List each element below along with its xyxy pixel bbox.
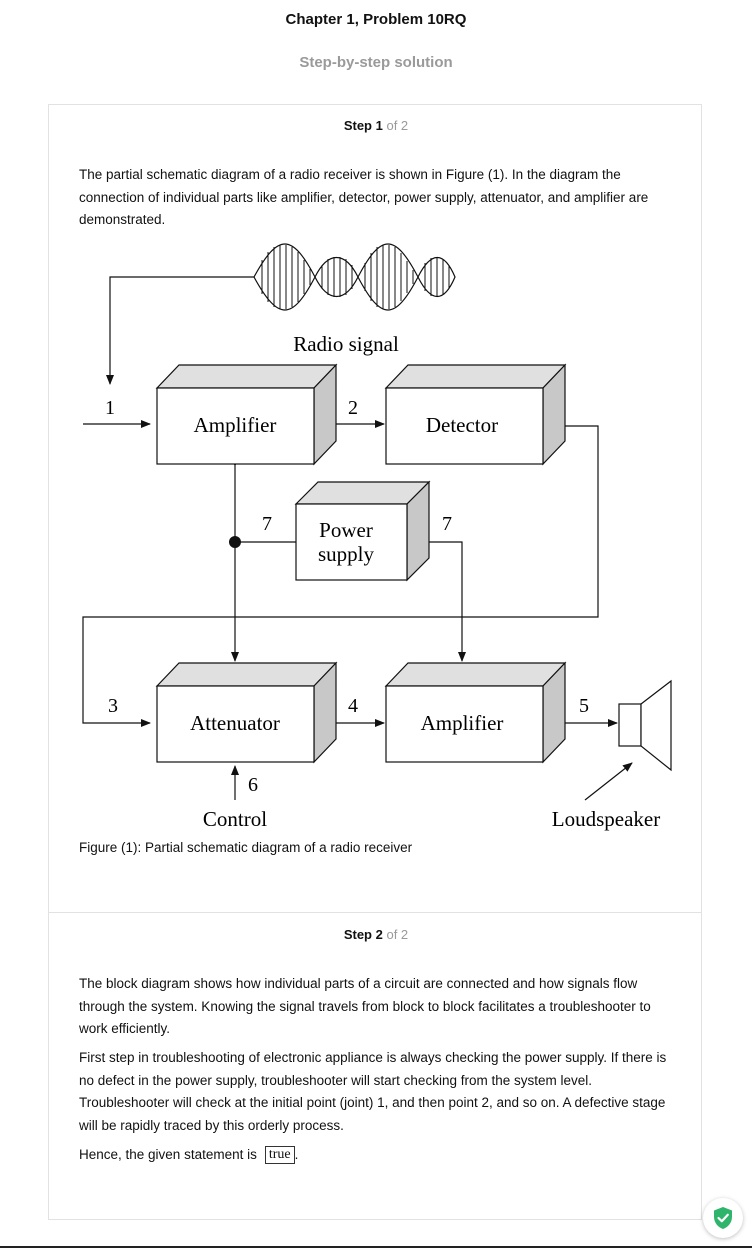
point-2-label: 2 bbox=[348, 397, 358, 419]
page-title: Chapter 1, Problem 10RQ bbox=[285, 11, 467, 28]
step-1-paragraph: The partial schematic diagram of a radio… bbox=[79, 167, 649, 227]
step-1-heading: Step 1 of 2 bbox=[0, 118, 752, 133]
radio-receiver-diagram: Radio signal Amplifier Detector Power su… bbox=[82, 243, 672, 831]
wire-detector-to-attenuator bbox=[82, 425, 599, 727]
power-supply-label-line1: Power bbox=[319, 518, 373, 542]
conclusion-period: . bbox=[294, 1147, 299, 1162]
amplifier-top-label: Amplifier bbox=[194, 413, 277, 437]
step-divider bbox=[48, 912, 702, 913]
loudspeaker-icon bbox=[618, 679, 672, 772]
step-2-paragraph-1: The block diagram shows how individual p… bbox=[79, 976, 651, 1036]
point-7-left-label: 7 bbox=[262, 513, 272, 535]
solution-subtitle: Step-by-step solution bbox=[299, 54, 453, 71]
step-2-label: Step 2 bbox=[343, 927, 383, 942]
attenuator-label: Attenuator bbox=[190, 711, 280, 735]
antenna-wire bbox=[106, 276, 254, 385]
step-2-paragraph-2: First step in troubleshooting of electro… bbox=[79, 1050, 667, 1133]
attenuator-block bbox=[155, 661, 338, 764]
amplifier-bottom-label: Amplifier bbox=[421, 711, 504, 735]
bottom-border bbox=[0, 1246, 752, 1248]
radio-signal-waveform bbox=[253, 243, 456, 311]
answer-box: true bbox=[264, 1146, 295, 1165]
point-7-right-label: 7 bbox=[442, 513, 452, 535]
step-1-count: of 2 bbox=[386, 118, 409, 133]
wire-power-right bbox=[422, 541, 466, 662]
detector-block bbox=[384, 363, 567, 466]
shield-check-icon bbox=[714, 1207, 732, 1229]
detector-label: Detector bbox=[426, 413, 498, 437]
conclusion-text: Hence, the given statement is bbox=[79, 1147, 257, 1162]
amplifier-top-block bbox=[155, 363, 338, 466]
security-shield-button[interactable] bbox=[703, 1198, 743, 1238]
point-1-label: 1 bbox=[105, 397, 115, 419]
step-2-heading: Step 2 of 2 bbox=[0, 927, 752, 942]
point-5-label: 5 bbox=[579, 695, 589, 717]
radio-signal-label: Radio signal bbox=[293, 332, 399, 356]
control-label: Control bbox=[203, 807, 267, 831]
point-6-label: 6 bbox=[248, 774, 258, 796]
step-1-label: Step 1 bbox=[343, 118, 383, 133]
point-3-label: 3 bbox=[108, 695, 118, 717]
power-supply-label-line2: supply bbox=[318, 542, 375, 566]
power-supply-block bbox=[294, 480, 431, 582]
step-2-count: of 2 bbox=[386, 927, 409, 942]
solution-card bbox=[48, 104, 702, 1220]
amplifier-bottom-block bbox=[384, 661, 567, 764]
loudspeaker-label: Loudspeaker bbox=[552, 807, 660, 831]
conclusion-line: Hence, the given statement is true. bbox=[79, 1144, 679, 1167]
point-4-label: 4 bbox=[348, 695, 358, 717]
figure-caption: Figure (1): Partial schematic diagram of… bbox=[79, 840, 413, 855]
junction-dot bbox=[229, 536, 241, 548]
loudspeaker-pointer bbox=[584, 762, 633, 801]
